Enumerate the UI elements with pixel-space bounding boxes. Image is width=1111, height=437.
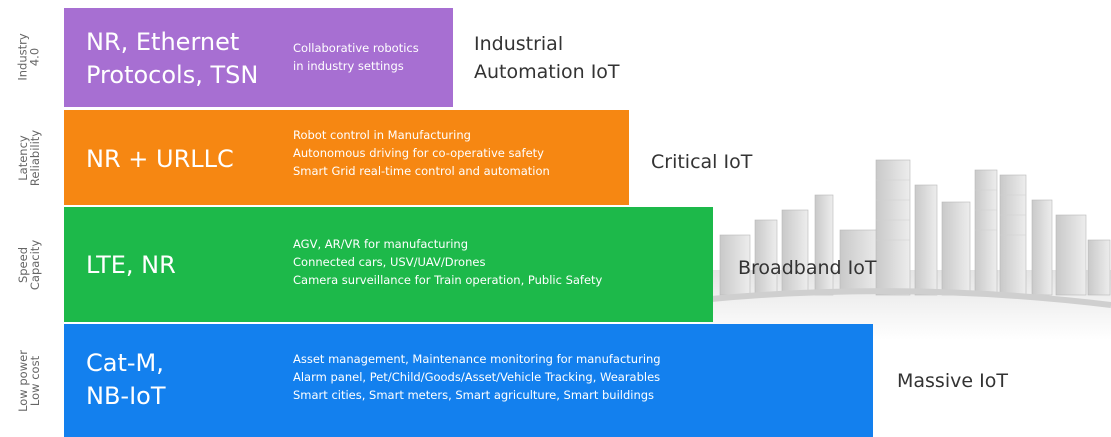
side-label-latency: Latency Reliability [2, 110, 56, 205]
technology-line-1: NR + URLLC [86, 145, 234, 173]
use-case: Autonomous driving for co-operative safe… [293, 146, 544, 160]
category-line-2: Automation IoT [474, 61, 620, 83]
category-label-massive-iot: Massive IoT [897, 367, 1008, 395]
category-line-1: Massive IoT [897, 370, 1008, 392]
band-industrial-automation: NR, Ethernet Protocols, TSN Collaborativ… [64, 8, 453, 107]
technology-line-1: NR, Ethernet [86, 28, 240, 56]
side-label-low-power: Low power Low cost [2, 324, 56, 437]
category-line-1: Broadband IoT [738, 257, 877, 279]
side-label-line-2: Capacity [27, 239, 42, 290]
use-case: AGV, AR/VR for manufacturing [293, 237, 469, 251]
use-cases: Robot control in Manufacturing Autonomou… [293, 126, 550, 180]
category-line-1: Industrial [474, 33, 564, 55]
category-label-industrial-automation: Industrial Automation IoT [474, 30, 620, 86]
category-label-critical-iot: Critical IoT [651, 148, 752, 176]
use-case: Collaborative robotics [293, 41, 419, 55]
side-label-line-2: Low cost [28, 355, 43, 406]
category-label-broadband-iot: Broadband IoT [738, 254, 876, 282]
technology-line-2: NB-IoT [86, 382, 166, 410]
side-label-line-2: Reliability [28, 129, 42, 186]
technology-line-2: Protocols, TSN [86, 61, 259, 89]
use-case: Smart Grid real-time control and automat… [293, 164, 550, 178]
technology-line-1: Cat-M, [86, 349, 164, 377]
use-cases: Collaborative robotics in industry setti… [293, 39, 419, 75]
band-massive-iot: Cat-M, NB-IoT Asset management, Maintena… [64, 324, 873, 437]
technology-label: LTE, NR [86, 249, 176, 282]
technology-line-1: LTE, NR [86, 251, 176, 279]
use-cases: AGV, AR/VR for manufacturing Connected c… [293, 235, 602, 289]
use-case: Alarm panel, Pet/Child/Goods/Asset/Vehic… [293, 370, 661, 384]
cityscape-illustration [700, 159, 1111, 340]
use-case: in industry settings [293, 59, 404, 73]
side-label-line-2: 4.0 [28, 47, 42, 67]
category-line-1: Critical IoT [651, 151, 753, 173]
band-broadband-iot: LTE, NR AGV, AR/VR for manufacturing Con… [64, 207, 713, 322]
technology-label: NR, Ethernet Protocols, TSN [86, 26, 258, 92]
technology-label: NR + URLLC [86, 143, 234, 176]
side-label-industry: Industry 4.0 [2, 8, 56, 106]
use-case: Smart cities, Smart meters, Smart agricu… [293, 388, 655, 402]
use-case: Asset management, Maintenance monitoring… [293, 352, 661, 366]
use-cases: Asset management, Maintenance monitoring… [293, 350, 661, 404]
use-case: Camera surveillance for Train operation,… [293, 273, 603, 287]
use-case: Connected cars, USV/UAV/Drones [293, 255, 486, 269]
side-label-speed: Speed Capacity [2, 207, 56, 322]
band-critical-iot: NR + URLLC Robot control in Manufacturin… [64, 110, 629, 205]
technology-label: Cat-M, NB-IoT [86, 347, 166, 413]
use-case: Robot control in Manufacturing [293, 128, 471, 142]
